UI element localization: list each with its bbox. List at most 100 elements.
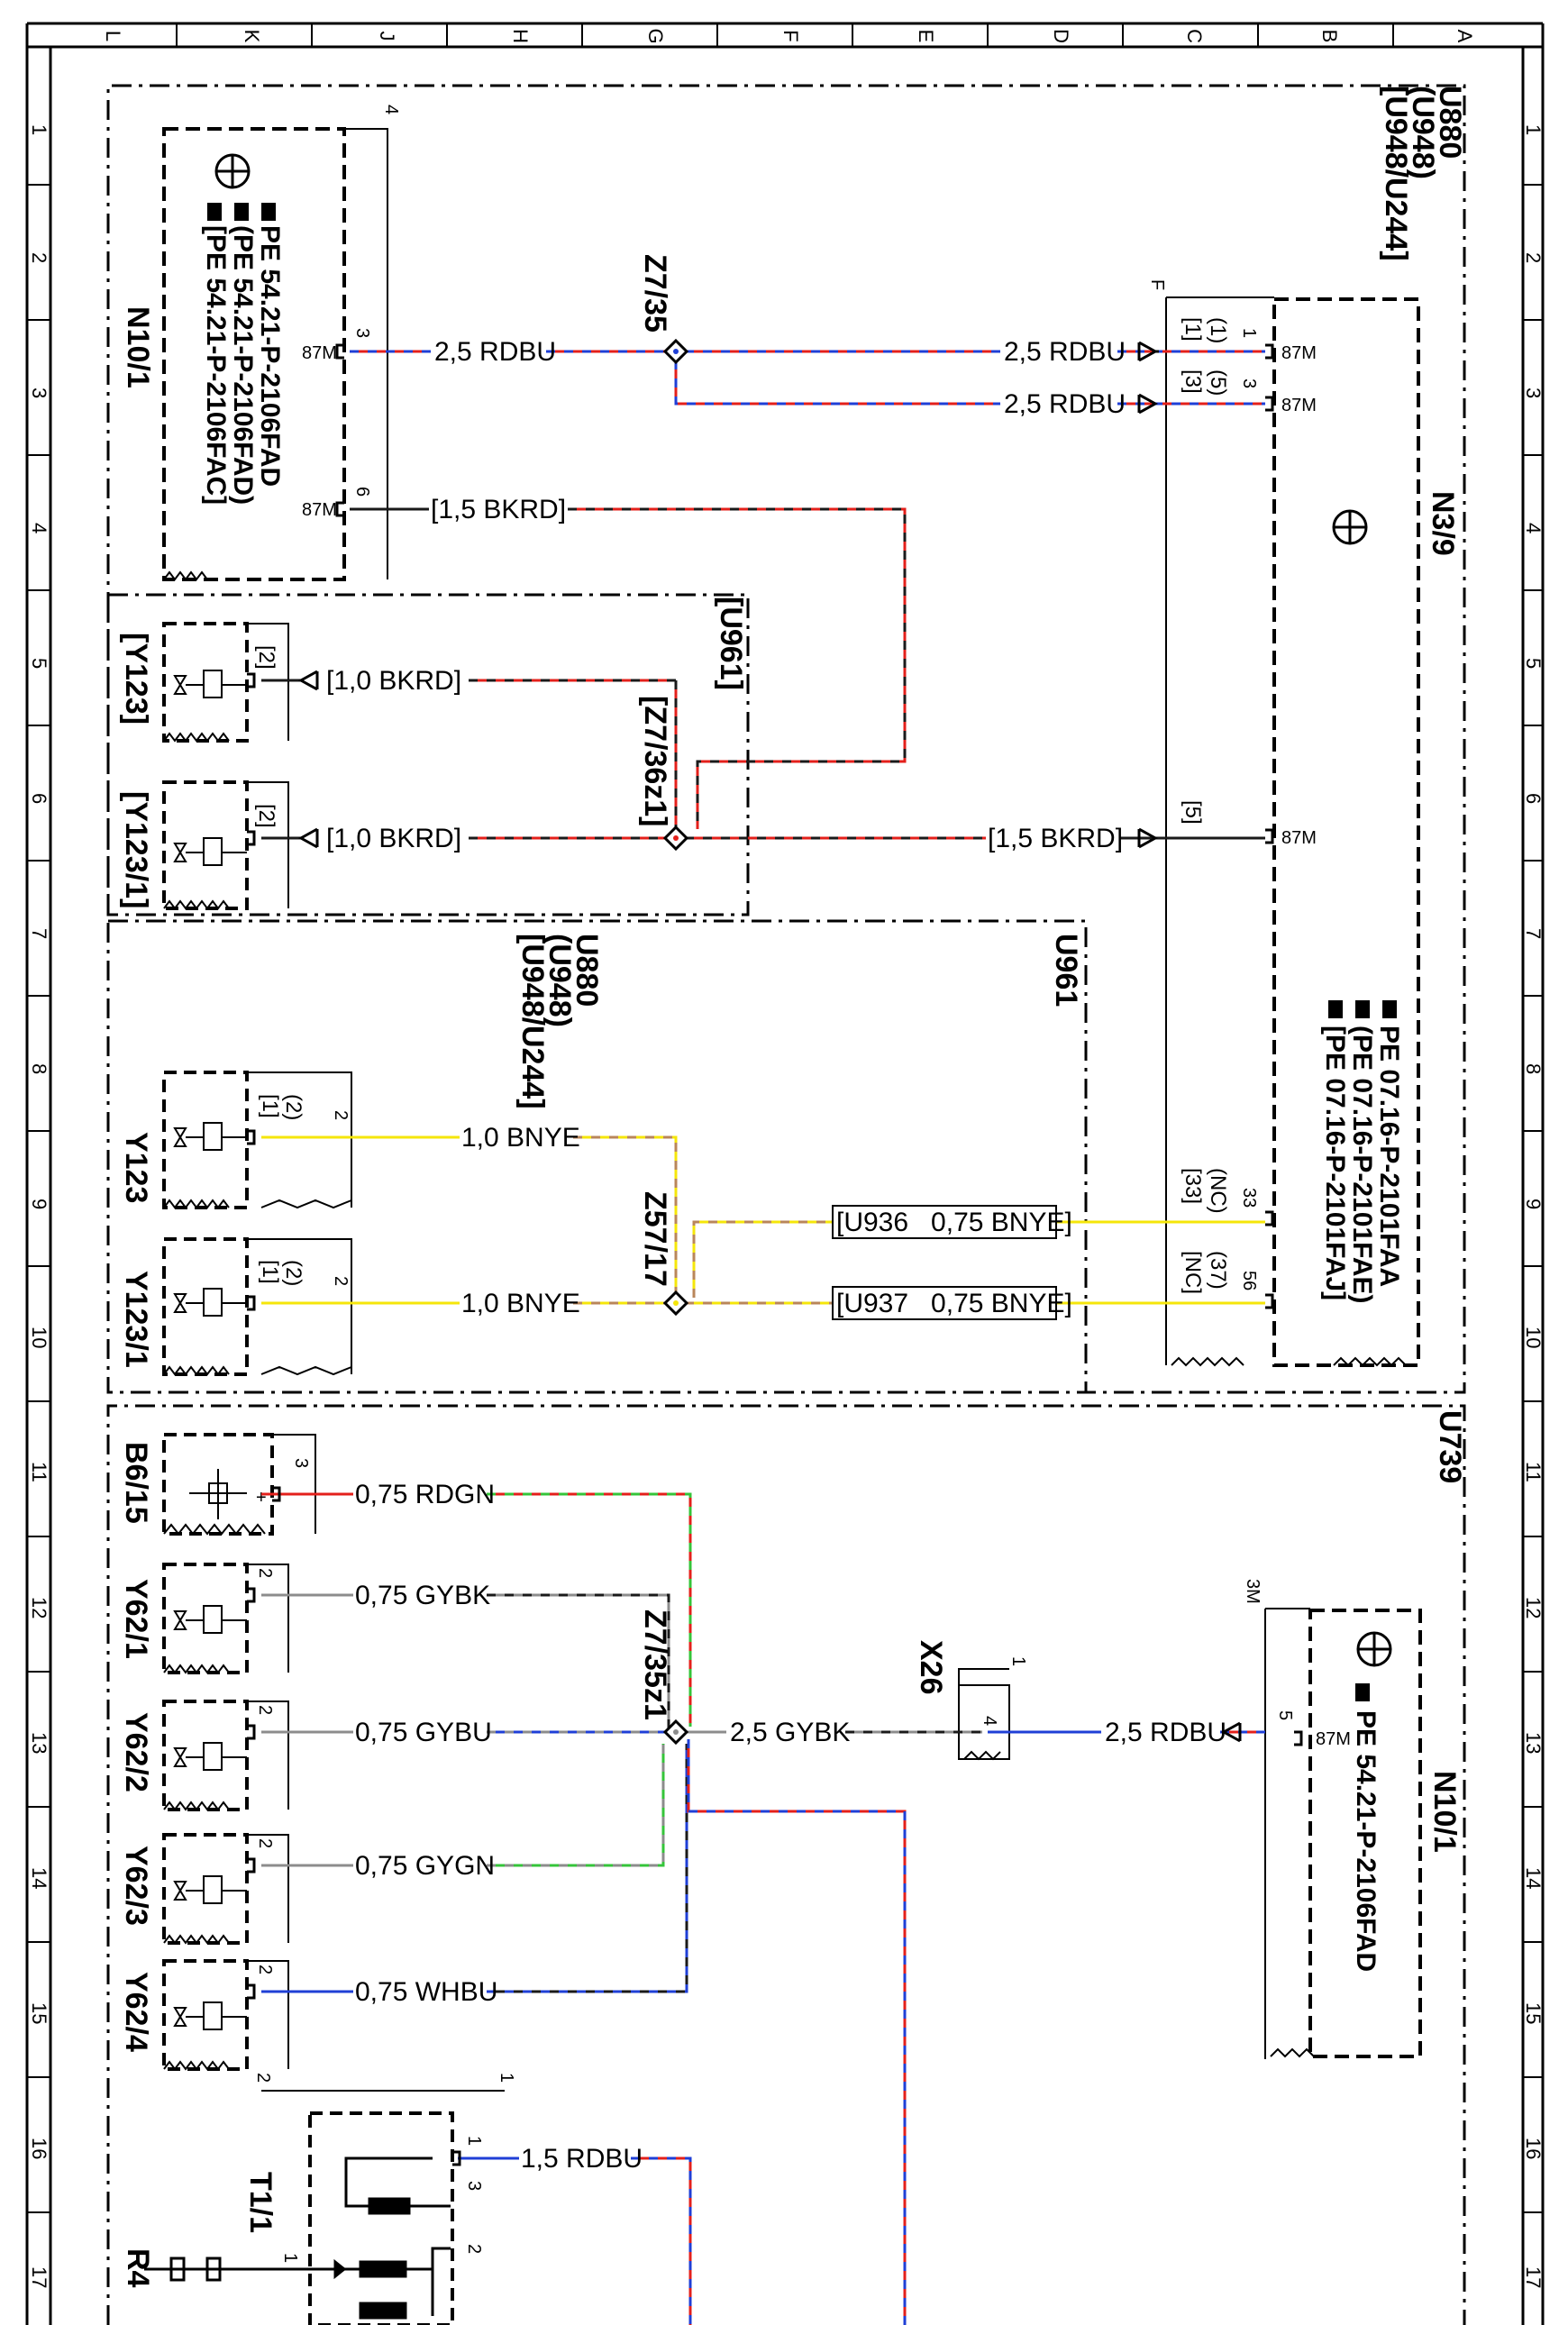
grid-row-label-right: 3 xyxy=(1522,388,1545,398)
grid-col-label: G xyxy=(644,28,667,43)
pin-label: 87M xyxy=(1281,396,1317,415)
group-label: U739 xyxy=(1433,1410,1467,1483)
pin-label: + xyxy=(256,1488,267,1508)
group-label: (U948) xyxy=(542,934,577,1027)
valve-y62-3: Y62/3 2 xyxy=(119,1833,289,1945)
grid-row-label-left: 6 xyxy=(28,793,50,804)
wire-label: 1,5 RDBU xyxy=(521,2144,643,2174)
component-label: Y62/2 xyxy=(119,1712,153,1792)
component-label: [Y123/1] xyxy=(119,791,153,908)
ignition-coil-t1-1: T1/1 R4 1 2 1 3 2 1 xyxy=(121,2073,516,2325)
grid-col-label: B xyxy=(1318,30,1341,43)
wire-w12 xyxy=(261,1492,692,1727)
splice-label: Z7/35 xyxy=(638,254,672,333)
component-label: B6/15 xyxy=(119,1442,153,1524)
grid-row-label-right: 12 xyxy=(1522,1597,1545,1618)
arrow-left-icon xyxy=(297,827,319,849)
wire-label: 2,5 RDBU xyxy=(1004,389,1126,419)
pin-number: 1 xyxy=(280,2253,300,2263)
grid-row-label-right: 14 xyxy=(1522,1867,1545,1889)
pin-number: 2 xyxy=(255,1838,275,1848)
pe-reference: [PE 07.16-P-2101FAJ] xyxy=(1320,1026,1350,1300)
grid-row-label-left: 2 xyxy=(28,252,50,263)
variant-group-boxes xyxy=(106,84,1466,2325)
splice-z57-17: Z57/17 xyxy=(638,1191,689,1317)
group-labels: U880 (U948) [U948/U244] [U961] U880 (U94… xyxy=(515,86,1467,1483)
pin-number: 4 xyxy=(381,105,401,114)
arrow-left-icon xyxy=(297,670,319,691)
arrow-right-icon xyxy=(1137,393,1159,415)
grid-row-label-right: 9 xyxy=(1522,1199,1545,1209)
grid-column-labels: L K J H G F E D C B A xyxy=(102,28,1476,43)
pin-number: 4 xyxy=(980,1716,999,1726)
splice-label: [Z7/36z1] xyxy=(638,696,672,827)
pe-reference: (PE 07.16-P-2101FAE) xyxy=(1347,1026,1377,1303)
pin-label: 87M xyxy=(302,343,337,363)
pin-number: (37) xyxy=(1206,1251,1230,1290)
pin-number: 2 xyxy=(255,1965,275,1974)
component-label: N10/1 xyxy=(121,306,155,388)
component-label: Y62/3 xyxy=(119,1846,153,1926)
pin-label: 87M xyxy=(1281,343,1317,363)
grid-col-label: A xyxy=(1454,30,1476,43)
grid-row-label-right: 13 xyxy=(1522,1732,1545,1754)
sensor-symbol-icon xyxy=(1356,1631,1392,1667)
splice-z7-36z1: [Z7/36z1] xyxy=(638,696,689,852)
wire-label: [1,5 BKRD] xyxy=(431,495,566,524)
grid-row-label-right: 10 xyxy=(1522,1327,1545,1348)
grid-col-label: J xyxy=(376,32,398,41)
wire-label: 0,75 GYBK xyxy=(355,1581,490,1610)
pin-number: 2 xyxy=(253,2073,273,2083)
grid-row-label-left: 14 xyxy=(28,1867,50,1889)
pin-number: [1] xyxy=(1181,317,1205,342)
wire-label: 1,0 BNYE xyxy=(461,1123,580,1153)
component-label: N3/9 xyxy=(1426,491,1460,556)
grid-row-label-right: 2 xyxy=(1522,252,1545,263)
grid-col-label: F xyxy=(779,30,802,41)
n3-9-module: F N3/9 PE 07.16-P-2101FAA (PE 07.16-P-21… xyxy=(1147,279,1460,1367)
grid-row-label-left: 13 xyxy=(28,1732,50,1754)
pin-number: (NC) xyxy=(1206,1168,1230,1214)
pe-hand-icon xyxy=(207,203,276,221)
splice-label: Z57/17 xyxy=(638,1191,672,1287)
solenoid-valve-icon xyxy=(173,1875,247,1904)
grid-column-ticks xyxy=(176,23,1394,47)
wire-label: 2,5 GYBK xyxy=(730,1718,850,1747)
pin-number: [NC] xyxy=(1181,1251,1205,1294)
grid-col-label: E xyxy=(915,30,937,43)
grid-row-label-right: 7 xyxy=(1522,928,1545,939)
component-label: N10/1 xyxy=(1427,1771,1462,1853)
group-box-u739 xyxy=(106,1404,1466,2325)
pin-number: 1 xyxy=(497,2073,516,2083)
pin-number: F xyxy=(1147,279,1167,290)
wire-label: 2,5 RDBU xyxy=(1004,337,1126,367)
splice-label: Z7/35z1 xyxy=(638,1609,672,1720)
splice-z7-35: Z7/35 xyxy=(638,254,689,365)
pin-number: [1] xyxy=(258,1260,282,1284)
component-label: Y62/1 xyxy=(119,1579,153,1659)
valve-y62-1: Y62/1 2 xyxy=(119,1563,289,1674)
grid-row-label-left: 1 xyxy=(28,124,50,135)
valve-y62-2: Y62/2 2 xyxy=(119,1700,289,1811)
pin-number: 3 xyxy=(352,328,372,338)
grid-row-label-left: 5 xyxy=(28,658,50,669)
pin-number: 33 xyxy=(1239,1188,1259,1208)
zigzag-break xyxy=(163,570,208,581)
wire-w10-w11 xyxy=(685,1220,1265,1305)
pe-hand-icon xyxy=(1355,1683,1370,1701)
valve-y62-4: Y62/4 2 xyxy=(119,1959,289,2071)
pin-number: (2) xyxy=(281,1260,305,1286)
grid-row-label-left: 15 xyxy=(28,2002,50,2024)
wire-w15 xyxy=(261,1744,665,1867)
grid-row-label-left: 9 xyxy=(28,1199,50,1209)
component-label: Y123 xyxy=(119,1132,153,1203)
grid-row-label-right: 6 xyxy=(1522,793,1545,804)
solenoid-valve-icon xyxy=(173,670,247,698)
grid-row-label-left: 11 xyxy=(28,1462,50,1482)
wire-label: [1,5 BKRD] xyxy=(988,824,1123,853)
valve-y123-1-a: [Y123/1] [2] xyxy=(119,780,289,910)
wire-w4 xyxy=(674,360,1265,406)
grid-row-label-right: 11 xyxy=(1522,1462,1545,1482)
wire-label: 0,75 GYBU xyxy=(355,1718,492,1747)
n3-9-box xyxy=(1272,297,1420,1367)
